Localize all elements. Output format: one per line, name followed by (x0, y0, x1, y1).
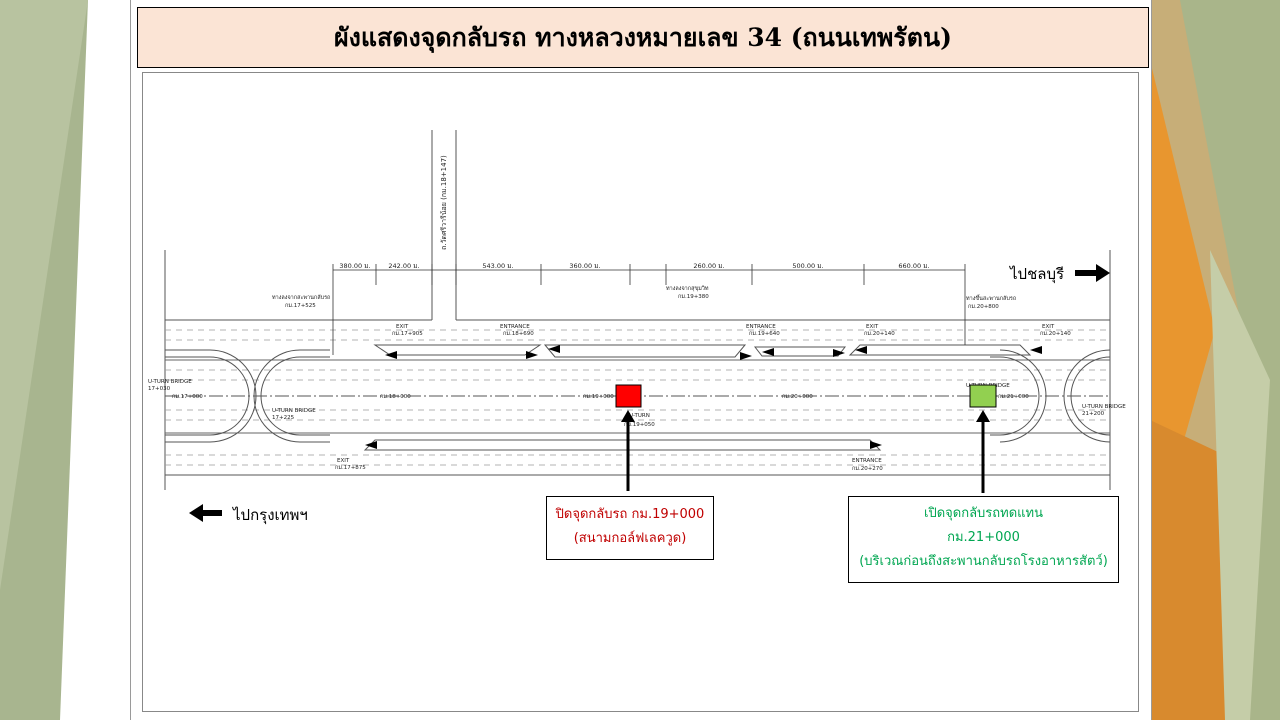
open-callout-line: (บริเวณก่อนถึงสะพานกลับรถโรงอาหารสัตว์) (859, 554, 1108, 569)
uturn-bridge-label: U-TURN BRIDGE (272, 408, 316, 414)
ramp-km: กม.20+140 (864, 331, 895, 337)
direction-to-chonburi: ไปชลบุรี (1010, 265, 1065, 283)
distance-label: 500.00 ม. (792, 262, 823, 270)
distance-label: 543.00 ม. (482, 262, 513, 270)
distance-label: 360.00 ม. (569, 262, 600, 270)
uturn-bridge-km: 17+225 (272, 415, 295, 421)
centerline-km: กม.20+000 (782, 394, 813, 400)
uturn-mid-km: กม.19+050 (624, 422, 655, 428)
ramp-km: กม.20+140 (1040, 331, 1071, 337)
note-right-km: กม.20+800 (968, 304, 999, 310)
ramp-kind: EXIT (1042, 324, 1055, 330)
distance-label: 260.00 ม. (693, 262, 724, 270)
closed-uturn-marker (615, 384, 642, 408)
note-left-title: ทางลงจากสะพานกลับรถ (272, 294, 330, 301)
centerline-km: กม.17+000 (172, 394, 203, 400)
note-mid-km: กม.19+380 (678, 294, 709, 300)
uturn-mid-label: U-TURN (629, 413, 650, 419)
closed-callout-line: ปิดจุดกลับรถ กม.19+000 (555, 507, 705, 522)
drawing-frame (142, 72, 1139, 712)
ramp-km: กม.17+905 (392, 331, 423, 337)
centerline-km: กม.19+000 (583, 394, 614, 400)
ramp-kind: EXIT (337, 458, 350, 464)
open-uturn-marker (969, 384, 997, 408)
ramp-km: กม.19+640 (749, 331, 780, 337)
ramp-km: กม.17+875 (335, 465, 366, 471)
uturn-bridge-label: U-TURN BRIDGE (1082, 404, 1126, 410)
side-road-label: ถ.วัดศรีวารีน้อย (กม.18+147) (440, 155, 448, 250)
open-uturn-callout: เปิดจุดกลับรถทดแทน กม.21+000 (บริเวณก่อน… (848, 496, 1119, 583)
uturn-bridge-km: 17+030 (148, 386, 171, 392)
centerline-km: กม.18+000 (380, 394, 411, 400)
ramp-kind: EXIT (866, 324, 879, 330)
ramp-km: กม.18+690 (503, 331, 534, 337)
ramp-kind: EXIT (396, 324, 409, 330)
closed-callout-line: (สนามกอล์ฟเลควูด) (573, 531, 687, 546)
uturn-bridge-km: 21+200 (1082, 411, 1105, 417)
title-box: ผังแสดงจุดกลับรถ ทางหลวงหมายเลข 34 (ถนนเ… (137, 7, 1149, 68)
centerline-km: กม.21+000 (998, 394, 1029, 400)
arrow-left-icon (189, 504, 222, 522)
ramp-km: กม.20+270 (852, 466, 883, 472)
uturn-bridge-label: U-TURN BRIDGE (148, 379, 192, 385)
open-callout-line: เปิดจุดกลับรถทดแทน (924, 506, 1043, 521)
ramp-kind: ENTRANCE (500, 324, 530, 330)
distance-label: 380.00 ม. (339, 262, 370, 270)
ramp-kind: ENTRANCE (746, 324, 776, 330)
note-right-title: ทางขึ้นสะพานกลับรถ (966, 294, 1016, 302)
page-title: ผังแสดงจุดกลับรถ ทางหลวงหมายเลข 34 (ถนนเ… (334, 22, 952, 52)
arrow-right-icon (1075, 264, 1110, 282)
note-mid-title: ทางลงจากสุขุมวิท (666, 285, 709, 292)
distance-label: 242.00 ม. (388, 262, 419, 270)
direction-to-bangkok: ไปกรุงเทพฯ (233, 506, 308, 524)
open-callout-line: กม.21+000 (947, 530, 1020, 545)
ramp-kind: ENTRANCE (852, 458, 882, 464)
closed-uturn-callout: ปิดจุดกลับรถ กม.19+000 (สนามกอล์ฟเลควูด) (546, 496, 714, 560)
note-left-km: กม.17+525 (285, 303, 316, 309)
distance-label: 660.00 ม. (898, 262, 929, 270)
